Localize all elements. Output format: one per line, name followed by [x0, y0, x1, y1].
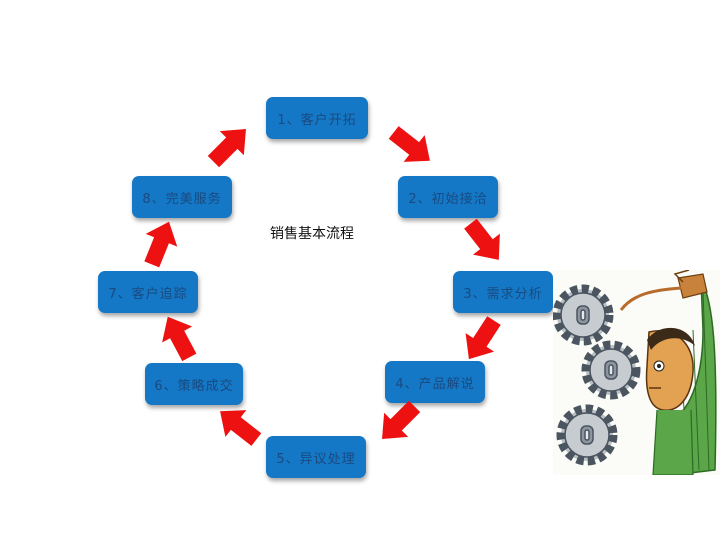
step-label: 4、产品解说 [395, 376, 475, 392]
arrow-1-to-2 [383, 119, 441, 175]
step-5-objection-handling[interactable]: 5、异议处理 [266, 436, 366, 478]
arrow-2-to-3 [457, 213, 513, 271]
step-1-customer-development[interactable]: 1、客户开拓 [266, 97, 368, 139]
arrow-8-to-1 [201, 117, 258, 174]
step-label: 8、完美服务 [142, 191, 222, 207]
step-4-product-presentation[interactable]: 4、产品解说 [385, 361, 485, 403]
arrow-3-to-4 [454, 311, 509, 369]
step-label: 7、客户追踪 [108, 286, 188, 302]
step-6-closing-strategy[interactable]: 6、策略成交 [145, 363, 243, 405]
step-3-needs-analysis[interactable]: 3、需求分析 [453, 271, 553, 313]
step-label: 5、异议处理 [276, 451, 356, 467]
step-label: 2、初始接洽 [408, 191, 488, 207]
arrow-6-to-7 [152, 308, 205, 366]
step-label: 1、客户开拓 [277, 112, 357, 128]
step-label: 3、需求分析 [463, 286, 543, 302]
diagram-title: 销售基本流程 [270, 226, 354, 242]
arrow-7-to-8 [135, 215, 185, 271]
arrow-5-to-6 [209, 397, 267, 453]
step-8-perfect-service[interactable]: 8、完美服务 [132, 176, 232, 218]
gears-oiling-man-illustration [553, 270, 720, 475]
step-label: 6、策略成交 [154, 378, 234, 394]
step-7-customer-follow-up[interactable]: 7、客户追踪 [98, 271, 198, 313]
step-2-initial-contact[interactable]: 2、初始接洽 [398, 176, 498, 218]
arrow-4-to-5 [370, 394, 427, 451]
